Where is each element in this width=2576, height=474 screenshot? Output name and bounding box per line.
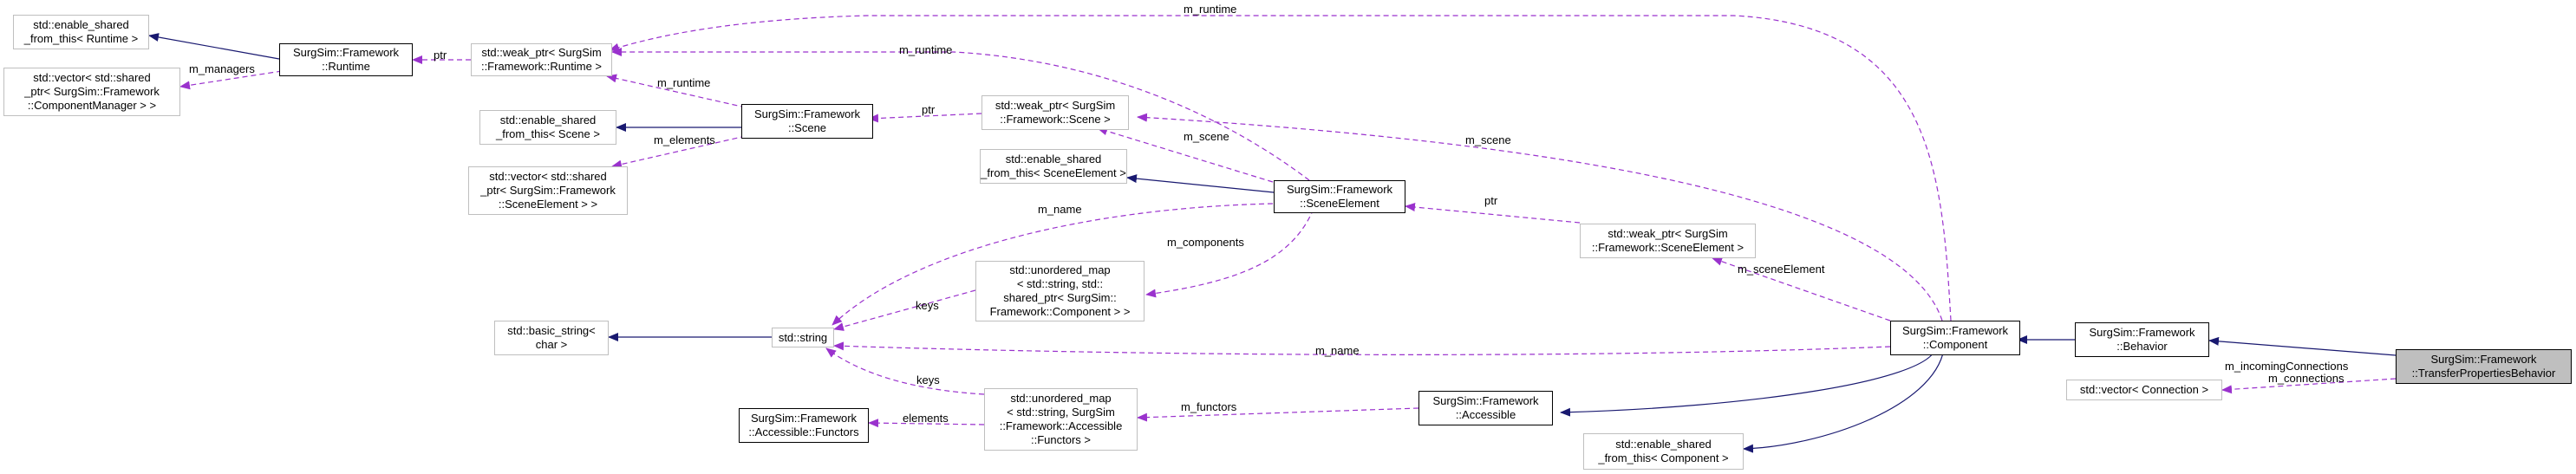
edge-label-m-runtime: m_runtime <box>1184 3 1237 16</box>
edge-label-m-scene: m_scene <box>1465 133 1511 146</box>
edge-usage-ptr-se <box>1405 203 1581 224</box>
node-sceneelement[interactable]: SurgSim::Framework ::SceneElement <box>1274 180 1405 213</box>
edge-label-ptr: ptr <box>922 103 936 116</box>
edge-sceneelement-esft <box>1126 174 1275 193</box>
edge-label-m-managers: m_managers <box>189 62 255 75</box>
node-accessible[interactable]: SurgSim::Framework ::Accessible <box>1418 391 1553 425</box>
edge-label-m-scene: m_scene <box>1184 130 1229 143</box>
edge-usage-ptr-scene <box>868 113 982 123</box>
node-unordered-map-functors[interactable]: std::unordered_map < std::string, SurgSi… <box>984 388 1138 451</box>
edge-esftcomp-component <box>1743 348 1945 453</box>
edge-usage-keys-func <box>825 347 985 395</box>
edge-runtime-esft <box>148 33 280 60</box>
node-scene[interactable]: SurgSim::Framework ::Scene <box>741 104 873 139</box>
edge-usage-keys-comp <box>833 289 976 331</box>
edge-usage-m-elements <box>611 135 747 169</box>
edge-label-keys: keys <box>916 299 939 312</box>
edge-label-m-incomingconnections: m_incomingConnections <box>2225 360 2349 373</box>
node-component[interactable]: SurgSim::Framework ::Component <box>1890 321 2020 355</box>
edge-accessible-component <box>1560 348 1936 417</box>
node-vector-connection[interactable]: std::vector< Connection > <box>2066 380 2222 400</box>
node-vector-componentmanager[interactable]: std::vector< std::shared _ptr< SurgSim::… <box>3 68 180 116</box>
edge-usage-m-components <box>1145 208 1314 298</box>
edge-label-m-functors: m_functors <box>1181 400 1237 413</box>
edge-label-m-components: m_components <box>1167 236 1244 249</box>
node-behavior[interactable]: SurgSim::Framework ::Behavior <box>2075 322 2209 357</box>
node-weak-runtime[interactable]: std::weak_ptr< SurgSim ::Framework::Runt… <box>471 43 612 76</box>
node-accessible-functors[interactable]: SurgSim::Framework ::Accessible::Functor… <box>739 408 869 443</box>
edge-usage-m-runtime-scene <box>606 74 747 108</box>
edge-label-keys: keys <box>916 373 940 386</box>
node-unordered-map-component[interactable]: std::unordered_map < std::string, std:: … <box>975 261 1145 321</box>
edge-usage-m-name-se <box>831 203 1274 326</box>
edge-label-ptr: ptr <box>434 49 447 62</box>
node-basic-string[interactable]: std::basic_string< char > <box>494 321 609 355</box>
node-string[interactable]: std::string <box>772 328 834 347</box>
node-vector-sceneelement[interactable]: std::vector< std::shared _ptr< SurgSim::… <box>468 166 628 215</box>
edge-usage-m-connections <box>2221 378 2397 394</box>
edge-usage-m-sceneelement <box>1712 256 1891 321</box>
node-weak-sceneelement[interactable]: std::weak_ptr< SurgSim ::Framework::Scen… <box>1580 224 1756 258</box>
edge-label-m-elements: m_elements <box>654 133 715 146</box>
edge-usage-m-runtime-se <box>611 48 1310 181</box>
node-runtime[interactable]: SurgSim::Framework ::Runtime <box>279 43 413 76</box>
edge-label-ptr: ptr <box>1484 194 1498 207</box>
node-weak-scene[interactable]: std::weak_ptr< SurgSim ::Framework::Scen… <box>981 95 1129 130</box>
edge-label-elements: elements <box>903 412 949 425</box>
edge-usage-elements <box>868 419 985 428</box>
node-transferpropertiesbehavior[interactable]: SurgSim::Framework ::TransferPropertiesB… <box>2396 349 2572 384</box>
edge-label-m-connections: m_connections <box>2268 372 2344 385</box>
edge-usage-m-runtime-top <box>609 15 1952 321</box>
edge-label-m-runtime: m_runtime <box>899 43 953 56</box>
edge-usage-m-name-comp <box>833 341 1891 355</box>
edge-label-m-name: m_name <box>1038 203 1082 216</box>
node-esft-component[interactable]: std::enable_shared _from_this< Component… <box>1583 433 1744 470</box>
edge-label-m-runtime: m_runtime <box>657 76 711 89</box>
node-esft-runtime[interactable]: std::enable_shared _from_this< Runtime > <box>13 15 149 49</box>
edge-behavior-focus <box>2208 336 2397 356</box>
edge-usage-m-functors <box>1137 407 1419 422</box>
edge-usage-m-scene-comp <box>1137 113 1943 321</box>
edge-label-m-sceneelement: m_sceneElement <box>1738 263 1825 276</box>
node-esft-scene[interactable]: std::enable_shared _from_this< Scene > <box>479 110 616 145</box>
node-esft-sceneelement[interactable]: std::enable_shared _from_this< SceneElem… <box>980 149 1127 184</box>
edge-label-m-name: m_name <box>1315 344 1360 357</box>
edge-usage-m-scene-se <box>1097 127 1274 183</box>
